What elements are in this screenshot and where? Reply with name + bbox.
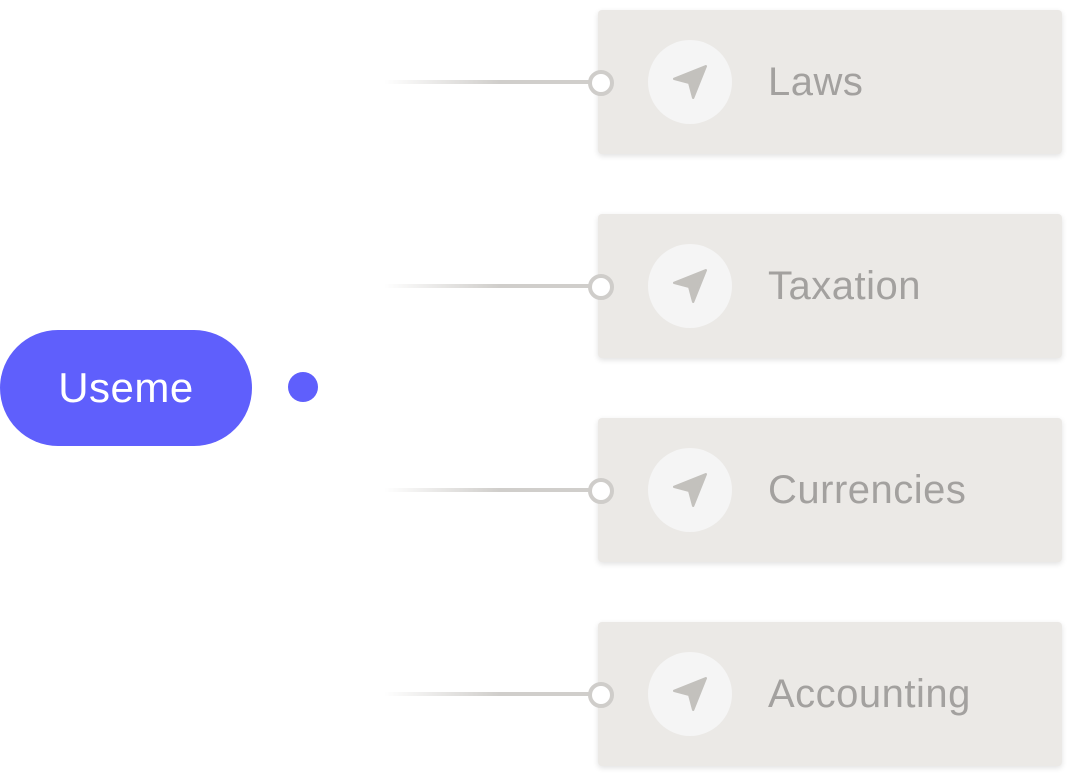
branch-card-accounting[interactable]: Accounting (598, 622, 1062, 766)
navigation-arrow-icon (648, 244, 732, 328)
root-node-label: Useme (58, 364, 194, 411)
branch-card-currencies[interactable]: Currencies (598, 418, 1062, 562)
branch-card-taxation[interactable]: Taxation (598, 214, 1062, 358)
root-connector-dot (288, 372, 318, 402)
connector-line (384, 488, 594, 492)
branch-currencies: Currencies (0, 418, 1074, 564)
branch-taxation: Taxation (0, 214, 1074, 360)
branch-label: Laws (768, 59, 864, 104)
connector-end-circle (588, 274, 614, 300)
connector-end-circle (588, 70, 614, 96)
connector-end-circle (588, 682, 614, 708)
connector-end-circle (588, 478, 614, 504)
root-node[interactable]: Useme (0, 330, 252, 446)
connector-line (384, 80, 594, 84)
branch-label: Accounting (768, 671, 971, 716)
connector-line (384, 284, 594, 288)
navigation-arrow-icon (648, 448, 732, 532)
branch-label: Currencies (768, 467, 967, 512)
branch-label: Taxation (768, 263, 921, 308)
connector-line (384, 692, 594, 696)
branch-card-laws[interactable]: Laws (598, 10, 1062, 154)
branch-accounting: Accounting (0, 622, 1074, 768)
branch-laws: Laws (0, 10, 1074, 156)
navigation-arrow-icon (648, 40, 732, 124)
navigation-arrow-icon (648, 652, 732, 736)
